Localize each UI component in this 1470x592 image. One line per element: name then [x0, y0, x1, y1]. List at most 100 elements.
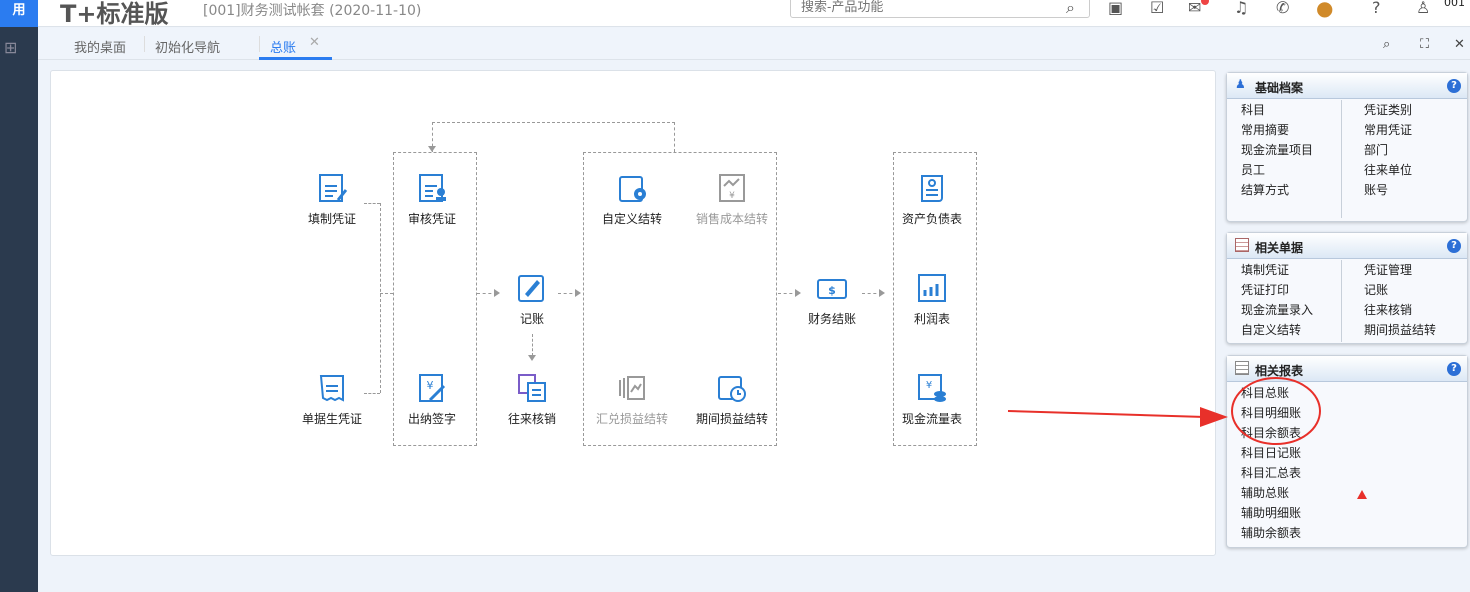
connector	[364, 203, 380, 204]
close-icon[interactable]: ✕	[1454, 37, 1465, 52]
link[interactable]: 往来单位	[1364, 163, 1413, 177]
arrow	[879, 289, 885, 297]
connector	[380, 203, 381, 393]
link[interactable]: 辅助明细账	[1241, 506, 1302, 520]
node-sales-cost-transfer[interactable]: ¥销售成本结转	[682, 172, 782, 227]
transfer-group-box	[583, 152, 777, 446]
search-icon[interactable]: ⌕	[1383, 37, 1391, 52]
voucher-review-icon	[419, 174, 446, 202]
link[interactable]: 自定义结转	[1241, 323, 1302, 337]
close-tab-icon[interactable]: ✕	[309, 35, 320, 50]
search-input[interactable]	[790, 0, 1090, 18]
bell-icon[interactable]: ♫	[1234, 0, 1249, 17]
svg-text:$: $	[828, 284, 836, 297]
message-icon[interactable]: ✉	[1188, 0, 1202, 17]
help-icon[interactable]: ?	[1372, 0, 1381, 17]
link[interactable]: 现金流量录入	[1241, 303, 1314, 317]
sidebar-icon[interactable]: ⊞	[4, 38, 18, 57]
help-icon[interactable]: ?	[1447, 362, 1461, 376]
link[interactable]: 期间损益结转	[1364, 323, 1437, 337]
node-doc-voucher[interactable]: 单据生凭证	[282, 372, 382, 427]
connector	[558, 293, 578, 294]
mascot-icon[interactable]: ●	[1316, 0, 1334, 20]
node-fill-voucher[interactable]: 填制凭证	[282, 172, 382, 227]
fullscreen-icon[interactable]: ⛶	[1420, 37, 1430, 52]
column-divider	[1341, 100, 1342, 218]
node-review-voucher[interactable]: 审核凭证	[382, 172, 482, 227]
link[interactable]: 记账	[1364, 283, 1389, 297]
link[interactable]: 结算方式	[1241, 183, 1290, 197]
link[interactable]: 科目日记账	[1241, 446, 1302, 460]
link[interactable]: 凭证打印	[1241, 283, 1290, 297]
link[interactable]: 科目汇总表	[1241, 466, 1302, 480]
link[interactable]: 科目	[1241, 103, 1266, 117]
receipt-icon	[319, 375, 344, 402]
link[interactable]: 常用摘要	[1241, 123, 1290, 137]
report-links: 科目总账科目明细账科目余额表科目日记账科目汇总表辅助总账辅助明细账辅助余额表	[1241, 383, 1301, 543]
node-pl-transfer[interactable]: 期间损益结转	[682, 372, 782, 427]
link[interactable]: 部门	[1364, 143, 1389, 157]
node-label: 自定义结转	[601, 212, 662, 226]
node-label: 销售成本结转	[695, 212, 768, 226]
node-label: 记账	[519, 312, 544, 326]
node-label: 现金流量表	[901, 412, 962, 426]
tab-general-ledger[interactable]: 总账	[270, 41, 297, 56]
help-icon[interactable]: ?	[1447, 239, 1461, 253]
right-links: 凭证管理记账往来核销期间损益结转	[1364, 260, 1436, 340]
arrow	[795, 289, 801, 297]
link[interactable]: 辅助总账	[1241, 486, 1290, 500]
search-icon[interactable]: ⌕	[1066, 0, 1075, 17]
tab-init-nav[interactable]: 初始化导航	[155, 41, 221, 56]
link[interactable]: 凭证类别	[1364, 103, 1413, 117]
link[interactable]: 常用凭证	[1364, 123, 1413, 137]
node-fx-transfer[interactable]: 汇兑损益结转	[582, 372, 682, 427]
report-icon	[1235, 361, 1249, 375]
connector	[380, 293, 393, 294]
node-income-statement[interactable]: 利润表	[882, 272, 982, 327]
node-custom-transfer[interactable]: 自定义结转	[582, 172, 682, 227]
yen-sign-icon: ¥	[419, 374, 446, 402]
connector	[778, 293, 798, 294]
node-label: 单据生凭证	[301, 412, 362, 426]
link[interactable]: 科目明细账	[1241, 406, 1302, 420]
link[interactable]: 辅助余额表	[1241, 526, 1302, 540]
chart-icon	[918, 274, 946, 302]
link[interactable]: 科目总账	[1241, 386, 1290, 400]
connector	[364, 393, 380, 394]
left-links: 填制凭证凭证打印现金流量录入自定义结转	[1241, 260, 1313, 340]
link[interactable]: 账号	[1364, 183, 1389, 197]
user-icon[interactable]: ♙	[1416, 0, 1431, 17]
user-icon: ♟	[1235, 77, 1246, 91]
svg-text:¥: ¥	[926, 380, 932, 391]
report-group-box	[893, 152, 977, 446]
task-icon[interactable]: ☑	[1150, 0, 1165, 17]
link[interactable]: 员工	[1241, 163, 1266, 177]
link[interactable]: 往来核销	[1364, 303, 1413, 317]
phone-icon[interactable]: ✆	[1276, 0, 1290, 17]
money-icon: $	[817, 279, 847, 299]
arrow	[528, 355, 536, 361]
node-label: 往来核销	[507, 412, 556, 426]
node-cashflow-statement[interactable]: ¥ 现金流量表	[882, 372, 982, 427]
node-bookkeeping[interactable]: 记账	[482, 272, 582, 327]
panel-title: 基础档案	[1255, 81, 1304, 95]
save-icon[interactable]: ▣	[1108, 0, 1124, 17]
svg-text:¥: ¥	[427, 379, 434, 392]
node-balance-sheet[interactable]: 资产负债表	[882, 172, 982, 227]
node-period-close[interactable]: $财务结账	[782, 272, 882, 327]
tab-divider	[144, 36, 145, 52]
help-icon[interactable]: ?	[1447, 79, 1461, 93]
node-reconcile[interactable]: 往来核销	[482, 372, 582, 427]
link[interactable]: 现金流量项目	[1241, 143, 1314, 157]
arrow	[494, 289, 500, 297]
link[interactable]: 科目余额表	[1241, 426, 1302, 440]
account-info: [001]财务测试帐套 (2020-11-10)	[203, 3, 422, 19]
link[interactable]: 凭证管理	[1364, 263, 1413, 277]
column-divider	[1341, 260, 1342, 342]
related-reports-panel: 相关报表? 科目总账科目明细账科目余额表科目日记账科目汇总表辅助总账辅助明细账辅…	[1226, 355, 1468, 548]
product-title: T+标准版	[60, 0, 169, 28]
arrow	[575, 289, 581, 297]
link[interactable]: 填制凭证	[1241, 263, 1290, 277]
tab-desktop[interactable]: 我的桌面	[74, 41, 127, 56]
node-cashier-sign[interactable]: ¥出纳签字	[382, 372, 482, 427]
